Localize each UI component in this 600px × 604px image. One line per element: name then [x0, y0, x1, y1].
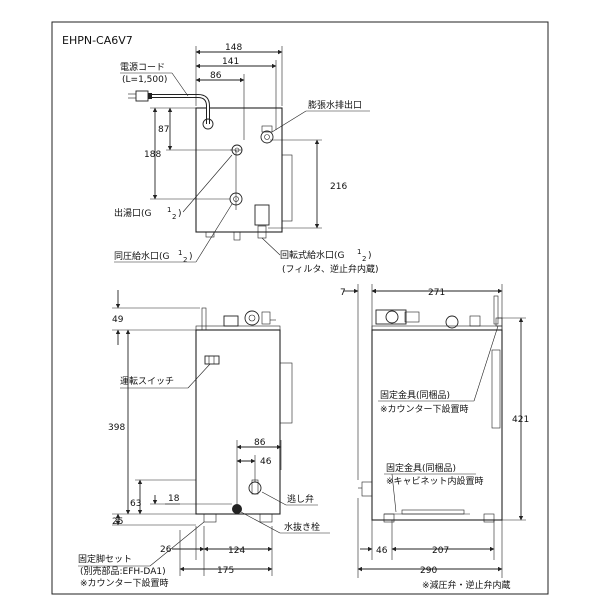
- dim-271: 271: [428, 288, 445, 298]
- front-top-pipe: [201, 307, 207, 331]
- dim-421: 421: [512, 415, 529, 425]
- label-rotary-inlet: 回転式給水口(G: [280, 249, 345, 261]
- dim-216: 216: [330, 182, 347, 192]
- close-paren: ): [189, 252, 193, 262]
- label-power-cord: 電源コード: [120, 62, 165, 73]
- power-plug-icon: [128, 90, 152, 102]
- label-fixed-leg-option: (別売部品:EFH-DA1): [80, 565, 166, 577]
- front-foot-left: [203, 513, 217, 523]
- dim-148: 148: [225, 43, 242, 53]
- fraction-denominator: 2: [172, 213, 176, 221]
- dim-25: 25: [112, 517, 123, 527]
- label-fixing-bracket-1: 固定金具(同梱品): [380, 389, 450, 401]
- label-rotary-note: (フィルタ、逆止弁内蔵): [282, 263, 379, 275]
- side-view-body: [371, 329, 503, 521]
- drain-plug-icon: [232, 504, 242, 514]
- side-view: 7 271 421 46 207 290 固定金具(同梱品) ※カウンター下設置…: [340, 284, 529, 591]
- close-paren: ): [178, 209, 182, 219]
- label-expansion-outlet: 膨張水排出口: [308, 99, 362, 111]
- expansion-outlet-fitting: [260, 125, 274, 144]
- side-top-fittings: [375, 295, 499, 329]
- side-left-bracket: [358, 481, 373, 497]
- fraction-numerator: 1: [178, 249, 182, 257]
- fixing-bracket-side: [495, 317, 503, 327]
- label-cord-length: (L=1,500): [122, 75, 167, 85]
- label-under-counter-side: ※カウンター下設置時: [380, 403, 469, 415]
- dim-207: 207: [432, 546, 449, 556]
- label-hot-outlet: 出湯口(G: [114, 207, 152, 219]
- front-view-body: [195, 329, 281, 515]
- fraction-numerator: 1: [167, 206, 171, 214]
- dim-175: 175: [217, 566, 234, 576]
- label-fixed-leg-set: 固定脚セット: [78, 553, 132, 565]
- dim-188: 188: [144, 150, 161, 160]
- dim-86-front: 86: [254, 438, 266, 448]
- fraction-numerator: 1: [357, 248, 361, 256]
- fraction-denominator: 2: [183, 256, 187, 264]
- label-rotary-inlet-group: 回転式給水口(G 1 2 ): [280, 248, 372, 263]
- dim-63: 63: [130, 499, 141, 509]
- front-top-plate: [195, 325, 281, 331]
- side-top-plate: [371, 325, 503, 331]
- fraction-denominator: 2: [362, 255, 366, 263]
- label-in-cabinet: ※キャビネット内設置時: [386, 475, 484, 487]
- label-run-switch: 運転スイッチ: [120, 376, 174, 387]
- dim-86-top: 86: [210, 71, 222, 81]
- dim-87: 87: [158, 125, 169, 135]
- fixing-bracket-bottom: [401, 509, 465, 515]
- label-same-pressure-inlet: 同圧給水口(G: [114, 250, 170, 262]
- footnote: ※減圧弁・逆止弁内蔵: [422, 579, 511, 591]
- model-title: EHPN-CA6V7: [62, 34, 133, 47]
- label-drain-plug: 水抜き栓: [284, 521, 320, 533]
- dim-398: 398: [108, 423, 125, 433]
- run-switch: [204, 355, 220, 365]
- label-fixing-bracket-2: 固定金具(同梱品): [386, 462, 456, 474]
- side-foot-left: [383, 513, 395, 523]
- dim-46-side: 46: [376, 546, 388, 556]
- dim-46-front: 46: [260, 457, 272, 467]
- side-foot-right: [483, 513, 495, 523]
- bottom-fitting-mid: [233, 231, 241, 241]
- label-same-pressure-inlet-group: 同圧給水口(G 1 2 ): [114, 249, 193, 264]
- top-view: 148 141 86 87 188 216 電源コード (L=1,500) 膨張…: [114, 43, 379, 275]
- front-top-valve: [223, 310, 271, 327]
- label-relief-valve: 逃し弁: [287, 493, 314, 505]
- dim-18: 18: [168, 494, 180, 504]
- bottom-fitting-left: [205, 231, 215, 238]
- label-under-counter-front: ※カウンター下設置時: [80, 577, 169, 589]
- outer-frame: [51, 21, 549, 595]
- dim-26: 26: [160, 545, 172, 555]
- front-view: 49 398 63 18 25 86 46 26 124 175 運転スイッチ: [78, 290, 330, 589]
- label-hot-outlet-group: 出湯口(G 1 2 ): [114, 206, 182, 221]
- top-view-handle: [281, 154, 293, 222]
- dim-124: 124: [228, 546, 245, 556]
- dim-7: 7: [340, 288, 346, 298]
- dim-290: 290: [420, 566, 437, 576]
- cord-grommet: [202, 118, 214, 130]
- dim-141: 141: [222, 57, 239, 67]
- front-view-handle: [279, 362, 293, 424]
- dim-49: 49: [112, 315, 124, 325]
- side-view-handle: [491, 349, 501, 429]
- front-foot-right: [259, 513, 273, 523]
- close-paren: ): [368, 251, 372, 261]
